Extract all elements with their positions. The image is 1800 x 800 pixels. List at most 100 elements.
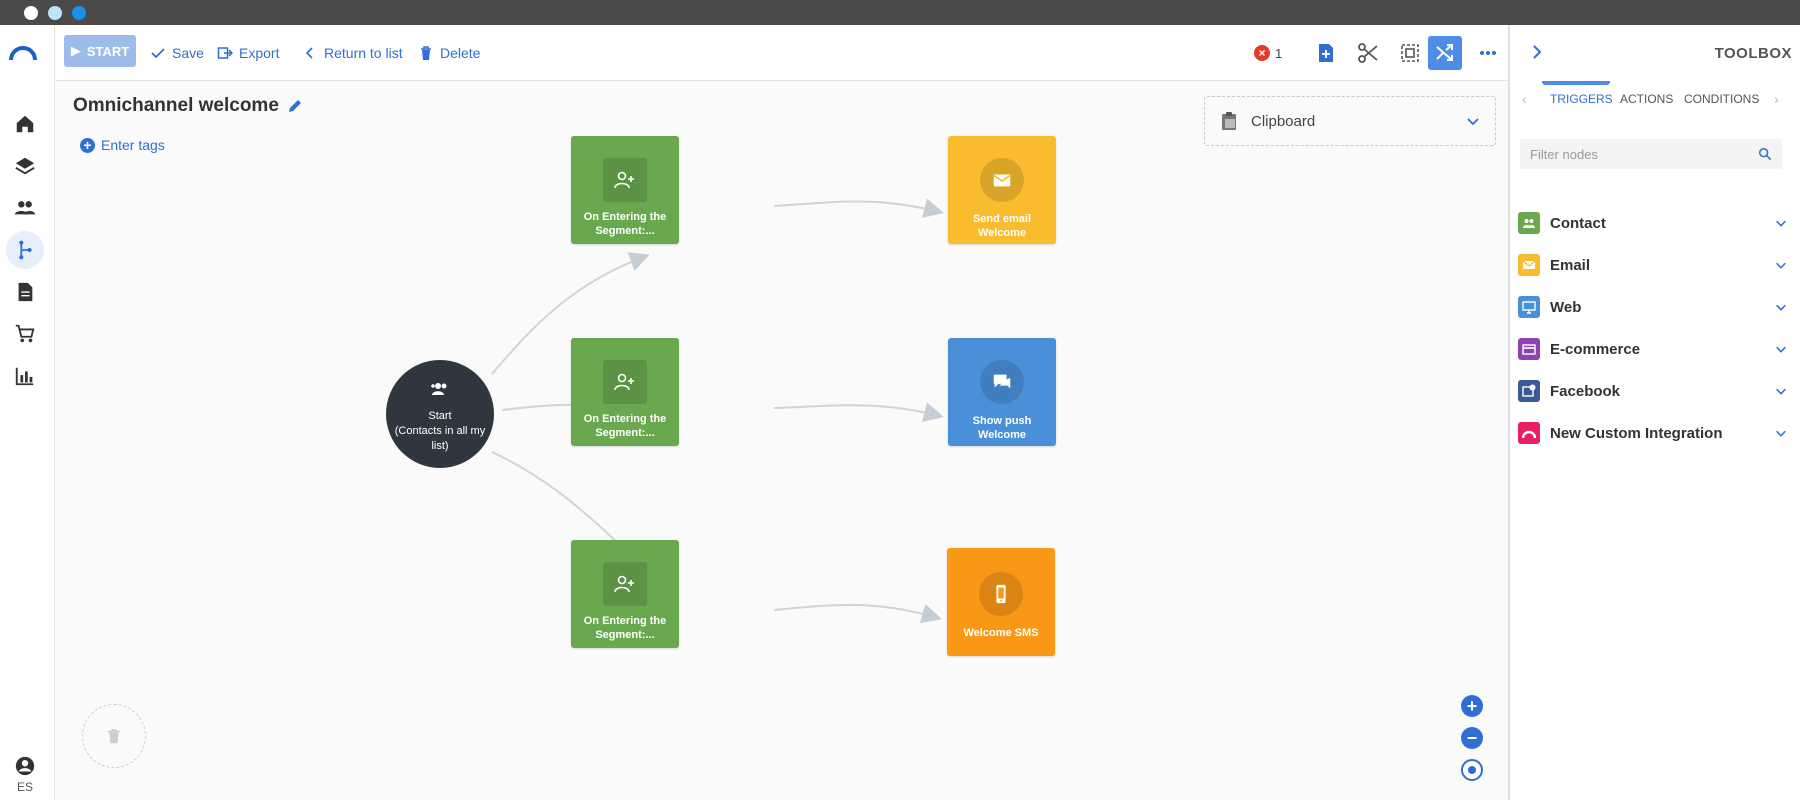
toolbox-header: TOOLBOX	[1510, 25, 1800, 81]
delete-button[interactable]: Delete	[418, 25, 480, 81]
category-email[interactable]: Email	[1518, 247, 1788, 283]
tabs-scroll-left-icon[interactable]: ‹	[1522, 91, 1527, 107]
edge-trigger-1-email	[773, 198, 944, 218]
center-view-button[interactable]	[1461, 759, 1483, 781]
phone-icon	[996, 584, 1006, 604]
nav-automation[interactable]	[6, 231, 44, 269]
trash-icon	[107, 728, 121, 744]
nav-reports[interactable]	[6, 357, 44, 395]
export-icon	[217, 47, 233, 59]
toolbox-panel: TOOLBOX ‹ TRIGGERS ACTIONS CONDITIONS › …	[1508, 25, 1800, 800]
auto-arrange-button[interactable]	[1428, 36, 1462, 70]
user-language: ES	[16, 780, 33, 794]
action-node-push[interactable]: Show push Welcome	[948, 338, 1056, 446]
error-indicator[interactable]: × 1	[1254, 25, 1282, 81]
target-icon	[1468, 766, 1476, 774]
zoom-out-button[interactable]: −	[1461, 727, 1483, 749]
chevron-down-icon	[1776, 346, 1786, 353]
more-options-button[interactable]	[1471, 36, 1505, 70]
active-tab-indicator	[1542, 81, 1610, 85]
chart-icon	[15, 367, 34, 386]
flow-title: Omnichannel welcome	[73, 95, 303, 117]
nav-layers[interactable]	[6, 147, 44, 185]
category-facebook[interactable]: Facebook	[1518, 373, 1788, 409]
chevron-right-icon[interactable]	[1526, 41, 1548, 63]
start-node-label: Start (Contacts in all my list)	[394, 410, 486, 452]
nav-contacts[interactable]	[6, 189, 44, 227]
action-node-label: Send email Welcome	[972, 213, 1032, 239]
trash-icon	[421, 46, 431, 60]
segment-enter-icon	[614, 575, 634, 593]
chevron-down-icon	[1776, 304, 1786, 311]
enter-tags-button[interactable]: + Enter tags	[80, 137, 165, 153]
cut-button[interactable]	[1351, 36, 1385, 70]
category-ecommerce[interactable]: E-commerce	[1518, 331, 1788, 367]
trigger-node-label: On Entering the Segment:...	[583, 211, 667, 237]
check-icon	[151, 48, 165, 59]
segment-enter-icon	[614, 373, 634, 391]
category-web[interactable]: Web	[1518, 289, 1788, 325]
tabs-scroll-right-icon[interactable]: ›	[1774, 91, 1779, 107]
trigger-node-3[interactable]: On Entering the Segment:...	[571, 540, 679, 648]
web-icon	[1518, 296, 1540, 318]
window-maximize-button[interactable]	[72, 6, 86, 20]
more-horizontal-icon	[1480, 51, 1496, 55]
trigger-node-2[interactable]: On Entering the Segment:...	[571, 338, 679, 446]
edit-title-icon[interactable]	[287, 98, 303, 114]
chevron-down-icon	[1467, 118, 1479, 126]
flow-canvas[interactable]: Omnichannel welcome + Enter tags Clipboa…	[56, 82, 1508, 800]
tab-triggers[interactable]: TRIGGERS	[1550, 92, 1613, 106]
category-contact[interactable]: Contact	[1518, 205, 1788, 241]
card-icon	[1518, 338, 1540, 360]
add-note-button[interactable]	[1309, 36, 1343, 70]
action-node-sms[interactable]: Welcome SMS	[947, 548, 1055, 656]
select-area-button[interactable]	[1393, 36, 1427, 70]
edge-trigger-3-sms	[773, 603, 942, 624]
contact-icon	[1518, 212, 1540, 234]
home-icon	[16, 115, 34, 133]
category-custom-integration[interactable]: New Custom Integration	[1518, 415, 1788, 451]
nav-home[interactable]	[6, 105, 44, 143]
flow-connections	[491, 198, 944, 624]
app-logo	[9, 46, 37, 61]
window-close-button[interactable]	[24, 6, 38, 20]
export-button[interactable]: Export	[217, 25, 279, 81]
start-node[interactable]: Start (Contacts in all my list)	[386, 360, 494, 468]
clipboard-icon	[1222, 112, 1236, 130]
trigger-node-label: On Entering the Segment:...	[583, 413, 667, 439]
tab-conditions[interactable]: CONDITIONS	[1684, 92, 1760, 106]
nav-ecommerce[interactable]	[6, 315, 44, 353]
action-node-label: Welcome SMS	[963, 627, 1039, 639]
action-node-email[interactable]: Send email Welcome	[948, 136, 1056, 244]
flow-icon	[19, 240, 32, 260]
filter-nodes-input[interactable]	[1530, 146, 1758, 162]
chevron-down-icon	[1776, 430, 1786, 437]
tab-actions[interactable]: ACTIONS	[1620, 92, 1674, 106]
user-menu[interactable]: ES	[10, 755, 40, 794]
chevron-left-icon	[305, 47, 313, 59]
scissors-icon	[1358, 43, 1378, 63]
plus-icon: +	[1466, 695, 1478, 716]
play-icon: ▶	[70, 43, 81, 58]
chevron-down-icon	[1776, 262, 1786, 269]
cart-icon	[15, 324, 35, 343]
chevron-down-icon	[1776, 388, 1786, 395]
clipboard-dropdown[interactable]: Clipboard	[1204, 96, 1496, 146]
trigger-node-1[interactable]: On Entering the Segment:...	[571, 136, 679, 244]
zoom-in-button[interactable]: +	[1461, 695, 1483, 717]
window-minimize-button[interactable]	[48, 6, 62, 20]
return-to-list-button[interactable]: Return to list	[302, 25, 403, 81]
search-icon	[1758, 147, 1772, 161]
toolbox-title: TOOLBOX	[1714, 45, 1792, 62]
email-icon	[1518, 254, 1540, 276]
editor-toolbar: ▶ START Save Export Return to list Delet…	[56, 25, 1508, 81]
start-button[interactable]: ▶ START	[64, 35, 136, 67]
facebook-icon	[1518, 380, 1540, 402]
plus-circle-icon: +	[80, 137, 95, 153]
trash-drop-zone[interactable]	[82, 704, 146, 768]
add-group-icon	[431, 383, 447, 395]
nav-documents[interactable]	[6, 273, 44, 311]
layers-icon	[15, 157, 35, 175]
user-icon	[15, 756, 35, 776]
save-button[interactable]: Save	[150, 25, 204, 81]
